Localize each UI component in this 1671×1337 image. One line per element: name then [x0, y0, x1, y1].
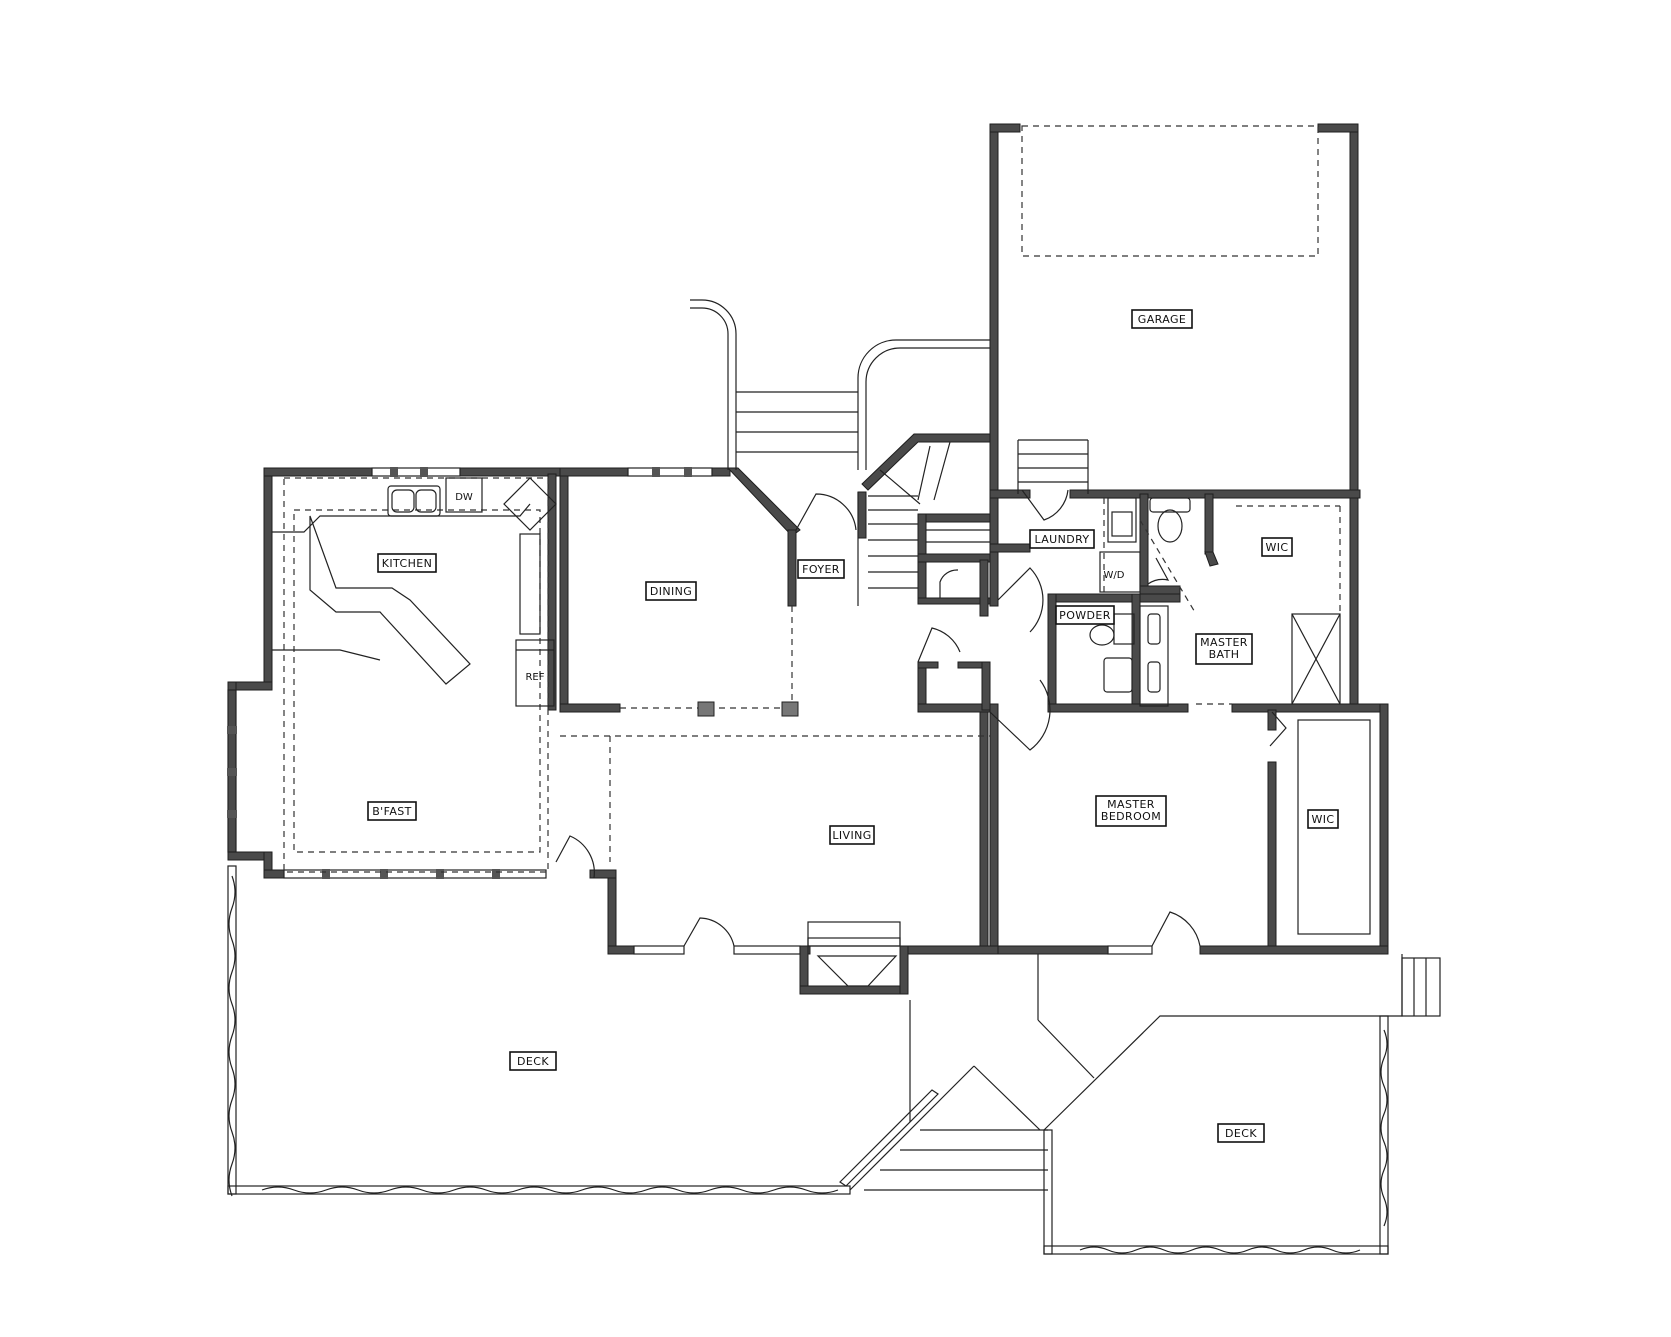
- label-deck-left: DECK: [509, 1051, 557, 1071]
- label-foyer: FOYER: [797, 559, 845, 579]
- interior-stairs: [868, 439, 1089, 598]
- dashed-lines: [283, 125, 1341, 873]
- label-master-bath: MASTER BATH: [1195, 633, 1253, 665]
- garage-label: GARAGE: [1138, 313, 1186, 326]
- doors: [555, 489, 1287, 947]
- powder-label: POWDER: [1059, 609, 1111, 622]
- wic-lower-label: WIC: [1311, 813, 1334, 826]
- label-bfast: B'FAST: [367, 801, 417, 821]
- bath-fixtures: [1089, 497, 1371, 935]
- label-living: LIVING: [829, 825, 875, 845]
- dining-posts: [697, 701, 799, 717]
- label-kitchen: KITCHEN: [377, 553, 437, 573]
- windows: [227, 467, 1341, 955]
- label-wic-lower: WIC: [1307, 809, 1339, 829]
- washer-dryer-label: W/D: [1104, 570, 1125, 581]
- deck-left: [227, 865, 1048, 1197]
- dining-label: DINING: [650, 585, 692, 598]
- master-bath-label-line1: MASTER: [1200, 636, 1248, 649]
- bfast-label: B'FAST: [372, 805, 412, 818]
- master-bedroom-label-line1: MASTER: [1107, 798, 1155, 811]
- dishwasher-label: DW: [455, 492, 473, 503]
- kitchen-fixtures: [272, 477, 557, 707]
- foyer-label: FOYER: [802, 563, 840, 576]
- deck-right-label: DECK: [1225, 1127, 1257, 1140]
- living-label: LIVING: [832, 829, 871, 842]
- laundry-label: LAUNDRY: [1034, 533, 1089, 546]
- label-powder: POWDER: [1055, 605, 1115, 625]
- front-steps: [690, 299, 990, 606]
- deck-right: [1037, 954, 1441, 1255]
- master-bedroom-label-line2: BEDROOM: [1101, 810, 1161, 823]
- label-laundry: LAUNDRY: [1029, 529, 1095, 549]
- wic-upper-label: WIC: [1265, 541, 1288, 554]
- label-deck-right: DECK: [1217, 1123, 1265, 1143]
- label-master-bedroom: MASTER BEDROOM: [1095, 795, 1167, 827]
- label-wic-upper: WIC: [1261, 537, 1293, 557]
- refrigerator-label: REF: [525, 672, 544, 683]
- kitchen-label: KITCHEN: [382, 557, 432, 570]
- label-garage: GARAGE: [1131, 309, 1193, 329]
- fireplace: [807, 921, 901, 987]
- deck-left-label: DECK: [517, 1055, 549, 1068]
- walls: [227, 123, 1389, 995]
- label-dining: DINING: [645, 581, 697, 601]
- master-bath-label-line2: BATH: [1209, 648, 1240, 661]
